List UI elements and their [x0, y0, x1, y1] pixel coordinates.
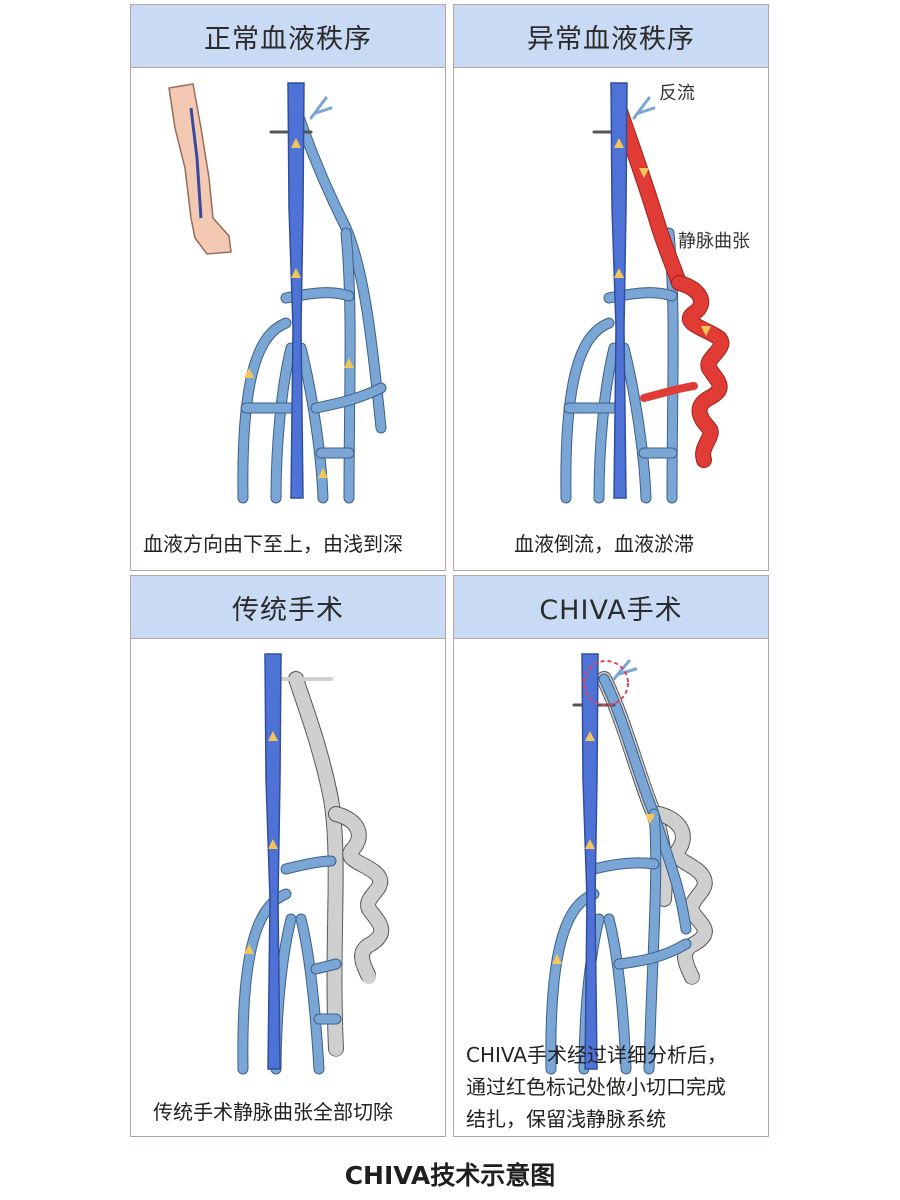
deep-vein — [610, 82, 628, 499]
reflux-vein — [611, 100, 730, 468]
deep-vein — [264, 653, 282, 1070]
chiva-caption-line: 通过红色标记处做小切口完成 — [466, 1075, 726, 1099]
label-varicose: 静脉曲张 — [678, 231, 750, 252]
panel-abnormal-caption: 血液倒流，血液淤滞 — [514, 532, 694, 556]
panel-abnormal: 异常血液秩序 — [453, 4, 769, 571]
traditional-vein-diagram — [237, 653, 390, 1075]
chiva-caption-line: 结扎，保留浅静脉系统 — [466, 1107, 666, 1131]
preserved-superficial-veins — [545, 659, 692, 1075]
leg-illustration-icon — [168, 83, 232, 255]
panel-normal: 正常血液秩序 — [130, 4, 446, 571]
deep-vein — [581, 653, 599, 1070]
panel-traditional-title: 传统手术 — [131, 576, 445, 639]
incision-circle-icon — [583, 660, 629, 706]
superficial-veins — [560, 96, 679, 504]
figure-title: CHIVA技术示意图 — [344, 1161, 556, 1190]
flow-arrow-icon — [552, 731, 655, 964]
flow-arrow-icon — [614, 138, 711, 336]
chiva-caption-line: CHIVA手术经过详细分析后， — [466, 1043, 727, 1067]
superficial-veins — [237, 855, 342, 1075]
panel-normal-caption: 血液方向由下至上，由浅到深 — [143, 532, 403, 556]
panel-traditional: 传统手术 传统手术静脉曲张全部切除 — [130, 575, 446, 1137]
panel-traditional-caption: 传统手术静脉曲张全部切除 — [153, 1100, 393, 1124]
abnormal-vein-diagram — [560, 82, 730, 504]
normal-vein-diagram — [168, 82, 387, 504]
flow-arrow-icon — [244, 731, 278, 954]
panel-chiva: CHIVA手术 — [453, 575, 769, 1137]
chiva-vein-diagram — [545, 653, 713, 1075]
panel-abnormal-title: 异常血液秩序 — [454, 5, 768, 68]
flow-arrow-icon — [244, 138, 354, 478]
panel-chiva-caption: CHIVA手术经过详细分析后， 通过红色标记处做小切口完成 结扎，保留浅静脉系统 — [466, 1039, 727, 1135]
deep-vein — [287, 82, 305, 499]
superficial-veins — [237, 96, 387, 504]
panel-chiva-title: CHIVA手术 — [454, 576, 768, 639]
label-reflux: 反流 — [659, 83, 695, 104]
panel-normal-title: 正常血液秩序 — [131, 5, 445, 68]
